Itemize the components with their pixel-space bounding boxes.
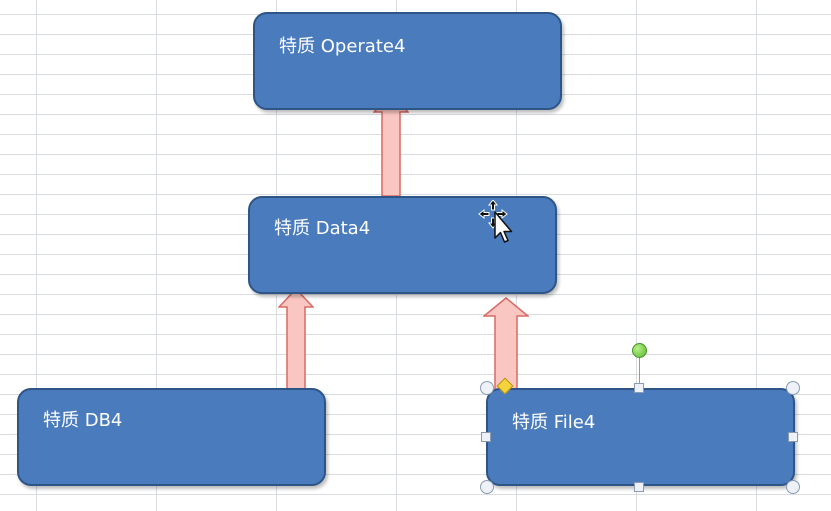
- resize-handle-top[interactable]: [634, 383, 644, 393]
- resize-handle-bottom[interactable]: [634, 482, 644, 492]
- move-cursor-icon: [478, 200, 513, 243]
- rotate-handle-stem: [639, 356, 640, 386]
- box-db4-label: 特质 DB4: [43, 410, 123, 431]
- resize-handle-top-left[interactable]: [480, 381, 494, 395]
- resize-handle-bottom-left[interactable]: [480, 480, 494, 494]
- box-data4-label: 特质 Data4: [274, 218, 371, 239]
- resize-handle-top-right[interactable]: [786, 381, 800, 395]
- box-operate4-label: 特质 Operate4: [279, 36, 406, 57]
- resize-handle-bottom-right[interactable]: [786, 480, 800, 494]
- arrow-db-to-data[interactable]: [278, 288, 314, 392]
- resize-handle-left[interactable]: [481, 432, 491, 442]
- box-db4[interactable]: 特质 DB4: [17, 388, 326, 486]
- box-file4[interactable]: 特质 File4: [486, 388, 795, 486]
- box-file4-label: 特质 File4: [512, 412, 596, 433]
- rotate-handle[interactable]: [632, 343, 647, 358]
- box-operate4[interactable]: 特质 Operate4: [253, 12, 562, 110]
- box-data4[interactable]: 特质 Data4: [248, 196, 557, 294]
- resize-handle-right[interactable]: [788, 432, 798, 442]
